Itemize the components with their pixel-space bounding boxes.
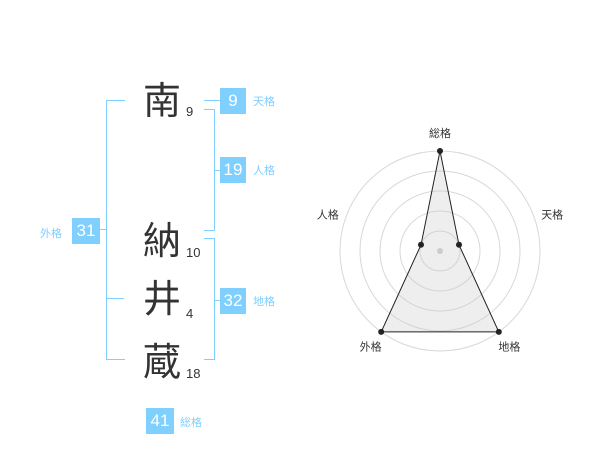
chikaku-value: 32 (220, 288, 246, 314)
soukaku-value: 41 (146, 408, 174, 434)
gaikaku-connector (100, 229, 106, 230)
radar-ring-4 (359, 170, 521, 332)
tenkaku-connector (204, 100, 220, 101)
radar-axis-label-1: 総格 (429, 126, 451, 140)
radar-ring-3 (379, 190, 501, 312)
stroke-count-1: 9 (186, 104, 194, 119)
radar-center-dot (437, 248, 443, 254)
gaikaku-value: 31 (72, 218, 100, 244)
outer-bracket-mid-tick (106, 298, 124, 299)
radar-axis-label-2: 天格 (541, 208, 563, 222)
radar-point-5 (418, 241, 424, 248)
radar-point-2 (456, 241, 462, 248)
chikaku-label: 地格 (253, 295, 275, 308)
tenkaku-value: 9 (220, 88, 246, 114)
name-char-4: 蔵 (142, 340, 181, 384)
radar-ring-2 (399, 210, 481, 292)
radar-point-1 (437, 148, 443, 154)
gaikaku-label: 外格 (40, 227, 62, 240)
radar-axis-label-5: 人格 (317, 208, 339, 222)
lower-right-bracket (204, 238, 215, 360)
radar-axis-label-3: 地格 (498, 340, 520, 354)
stroke-count-4: 18 (186, 366, 201, 381)
radar-axis-label-4: 外格 (360, 340, 382, 354)
radar-polygon (380, 150, 500, 333)
tenkaku-label: 天格 (253, 95, 275, 108)
name-char-3: 井 (142, 277, 181, 321)
soukaku-label: 総格 (180, 416, 202, 429)
jinkaku-connector (214, 170, 220, 171)
stroke-count-2: 10 (186, 245, 201, 260)
radar-ring-1 (419, 230, 461, 272)
jinkaku-label: 人格 (253, 164, 275, 177)
name-char-1: 南 (142, 79, 181, 123)
radar-point-3 (495, 328, 502, 335)
outer-bracket (106, 100, 125, 360)
stroke-count-3: 4 (186, 306, 194, 321)
radar-point-4 (378, 328, 385, 335)
jinkaku-value: 19 (220, 157, 246, 183)
name-char-2: 納 (142, 219, 181, 263)
chikaku-connector (214, 300, 220, 301)
